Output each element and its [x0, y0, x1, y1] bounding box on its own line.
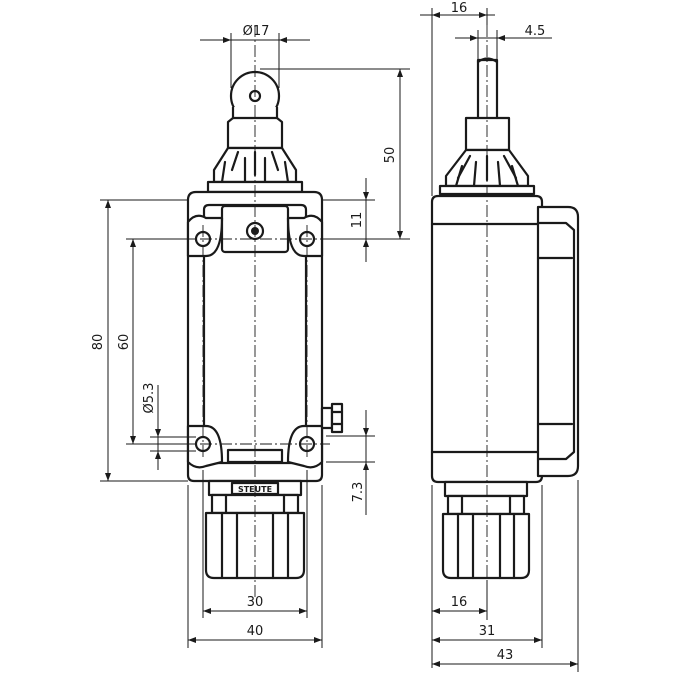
body-depth-label: 31 [479, 624, 496, 639]
dim-body-height: 80 [91, 199, 188, 482]
actuator-height-label: 50 [383, 147, 398, 164]
dim-actuator-height: 50 [260, 68, 410, 240]
lever-width-label: 4.5 [525, 24, 546, 39]
hole-spacing-vertical-label: 60 [117, 334, 132, 351]
hole-diameter-label: Ø5.3 [142, 383, 157, 414]
dim-hole-spacing-vertical: 60 [117, 238, 196, 445]
front-view: STEUTE Ø17 [91, 24, 410, 648]
dim-body-width: 40 [187, 485, 323, 648]
dim-lever-width: 4.5 [455, 24, 552, 60]
dim-total-depth: 43 [432, 480, 579, 672]
side-cable-gland [441, 480, 531, 580]
bottom-offset-label: 7.3 [351, 482, 366, 503]
dim-hole-spacing-horizontal: 30 [202, 470, 308, 618]
top-offset-label: 11 [350, 212, 365, 229]
dim-gland-offset: 16 [431, 485, 488, 668]
switch-body [186, 190, 344, 483]
body-height-label: 80 [91, 334, 106, 351]
dim-body-depth: 31 [432, 485, 543, 648]
gland-offset-label: 16 [451, 595, 468, 610]
total-depth-label: 43 [497, 648, 514, 663]
hole-spacing-horizontal-label: 30 [247, 595, 264, 610]
dim-bottom-offset: 7.3 [326, 410, 375, 515]
body-width-label: 40 [247, 624, 264, 639]
side-view: 16 4.5 16 31 [420, 1, 580, 672]
side-body [430, 194, 580, 484]
dim-roller-diameter: Ø17 [200, 24, 310, 88]
dim-top-width: 16 [420, 1, 495, 196]
top-width-label: 16 [451, 1, 468, 16]
dim-hole-diameter: Ø5.3 [142, 383, 196, 470]
dim-top-offset: 11 [322, 178, 375, 262]
roller-diameter-label: Ø17 [243, 24, 270, 39]
